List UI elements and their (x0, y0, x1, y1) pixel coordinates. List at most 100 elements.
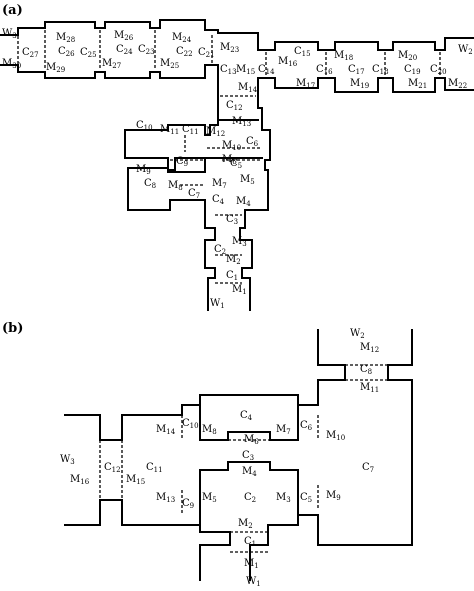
label-subscript: 16 (288, 60, 297, 68)
cell-label: C5 (230, 158, 242, 170)
label-subscript: 9 (336, 494, 340, 502)
label-letter: C (182, 124, 190, 135)
label-subscript: 10 (144, 124, 153, 132)
label-letter: M (238, 518, 248, 529)
membrane-label: M15 (236, 64, 255, 76)
label-letter: C (214, 244, 222, 255)
b-outer-wall-3 (64, 499, 231, 581)
membrane-label: M2 (226, 254, 241, 266)
cell-label: C2 (214, 244, 226, 256)
membrane-label: M9 (326, 490, 341, 502)
label-subscript: 17 (306, 82, 315, 90)
membrane-label: M3 (276, 492, 291, 504)
label-subscript: 26 (66, 50, 75, 58)
a-bottom-wall-left (0, 64, 219, 96)
label-letter: M (222, 140, 232, 151)
membrane-label: M1 (232, 284, 247, 296)
label-subscript: 18 (344, 54, 353, 62)
cell-label: C5 (300, 492, 312, 504)
wall-label: W3 (60, 454, 75, 466)
label-letter: M (202, 424, 212, 435)
label-letter: M (160, 58, 170, 69)
label-letter: C (182, 498, 190, 509)
label-letter: C (348, 64, 356, 75)
label-subscript: 6 (308, 424, 313, 432)
a-column-right-wall (239, 94, 271, 311)
label-subscript: 26 (124, 34, 133, 42)
membrane-label: M23 (220, 42, 239, 54)
cell-label: C8 (360, 364, 372, 376)
label-subscript: 13 (228, 68, 237, 76)
label-subscript: 12 (370, 346, 379, 354)
membrane-label: M16 (278, 56, 298, 68)
label-letter: C (244, 536, 252, 547)
cell-label: C17 (348, 64, 365, 76)
label-letter: M (220, 42, 230, 53)
membrane-label: M6 (222, 154, 237, 166)
wall-label: W2 (350, 328, 365, 340)
label-letter: M (350, 78, 360, 89)
membrane-label: M11 (160, 124, 179, 136)
label-letter: M (276, 492, 286, 503)
label-subscript: 3 (242, 240, 246, 248)
label-letter: C (430, 64, 438, 75)
label-subscript: 6 (232, 158, 237, 166)
cell-label: C16 (316, 64, 333, 76)
label-letter: M (232, 116, 242, 127)
membrane-label: M9 (136, 164, 151, 176)
label-subscript: 9 (184, 160, 188, 168)
label-letter: C (138, 44, 146, 55)
label-subscript: 2 (360, 332, 364, 340)
label-subscript: 14 (166, 428, 175, 436)
label-subscript: 13 (166, 496, 175, 504)
label-subscript: 11 (154, 466, 163, 474)
label-letter: C (80, 47, 88, 58)
membrane-label: M14 (156, 424, 176, 436)
membrane-label: M18 (334, 50, 353, 62)
membrane-label: M8 (202, 424, 217, 436)
label-letter: C (258, 64, 266, 75)
label-subscript: 14 (266, 68, 275, 76)
wall-label: W1 (246, 576, 261, 588)
label-letter: M (360, 342, 370, 353)
label-letter: C (212, 194, 220, 205)
membrane-label: M1 (244, 558, 259, 570)
label-subscript: 15 (302, 50, 311, 58)
label-letter: C (116, 44, 124, 55)
membrane-label: M16 (70, 474, 90, 486)
label-letter: C (146, 462, 154, 473)
label-letter: M (278, 56, 288, 67)
label-subscript: 12 (234, 104, 243, 112)
label-subscript: 5 (308, 496, 312, 504)
cell-label: C6 (246, 136, 259, 148)
membrane-label: M11 (360, 382, 379, 394)
cell-label: C7 (188, 188, 200, 200)
label-subscript: 21 (418, 82, 427, 90)
label-letter: C (104, 462, 112, 473)
cell-label: C7 (362, 462, 374, 474)
label-letter: M (334, 50, 344, 61)
membrane-label: M12 (206, 126, 225, 138)
label-letter: M (326, 430, 336, 441)
cell-label: C27 (22, 47, 39, 59)
membrane-label: M4 (236, 196, 251, 208)
cell-label: C3 (242, 450, 254, 462)
label-subscript: 15 (246, 68, 255, 76)
membrane-label: M28 (56, 32, 75, 44)
label-subscript: 7 (370, 466, 374, 474)
label-subscript: 2 (468, 48, 472, 56)
label-letter: M (160, 124, 170, 135)
cell-label: C4 (240, 410, 253, 422)
label-letter: C (136, 120, 144, 131)
label-subscript: 11 (170, 128, 179, 136)
label-subscript: 7 (196, 192, 200, 200)
label-subscript: 23 (230, 46, 239, 54)
cell-label: C10 (136, 120, 153, 132)
label-subscript: 19 (412, 68, 421, 76)
label-letter: C (144, 178, 152, 189)
label-letter: M (448, 78, 458, 89)
label-letter: W (246, 576, 257, 587)
label-letter: W (458, 44, 469, 55)
membrane-label: M15 (126, 474, 145, 486)
cell-label: C23 (138, 44, 155, 56)
